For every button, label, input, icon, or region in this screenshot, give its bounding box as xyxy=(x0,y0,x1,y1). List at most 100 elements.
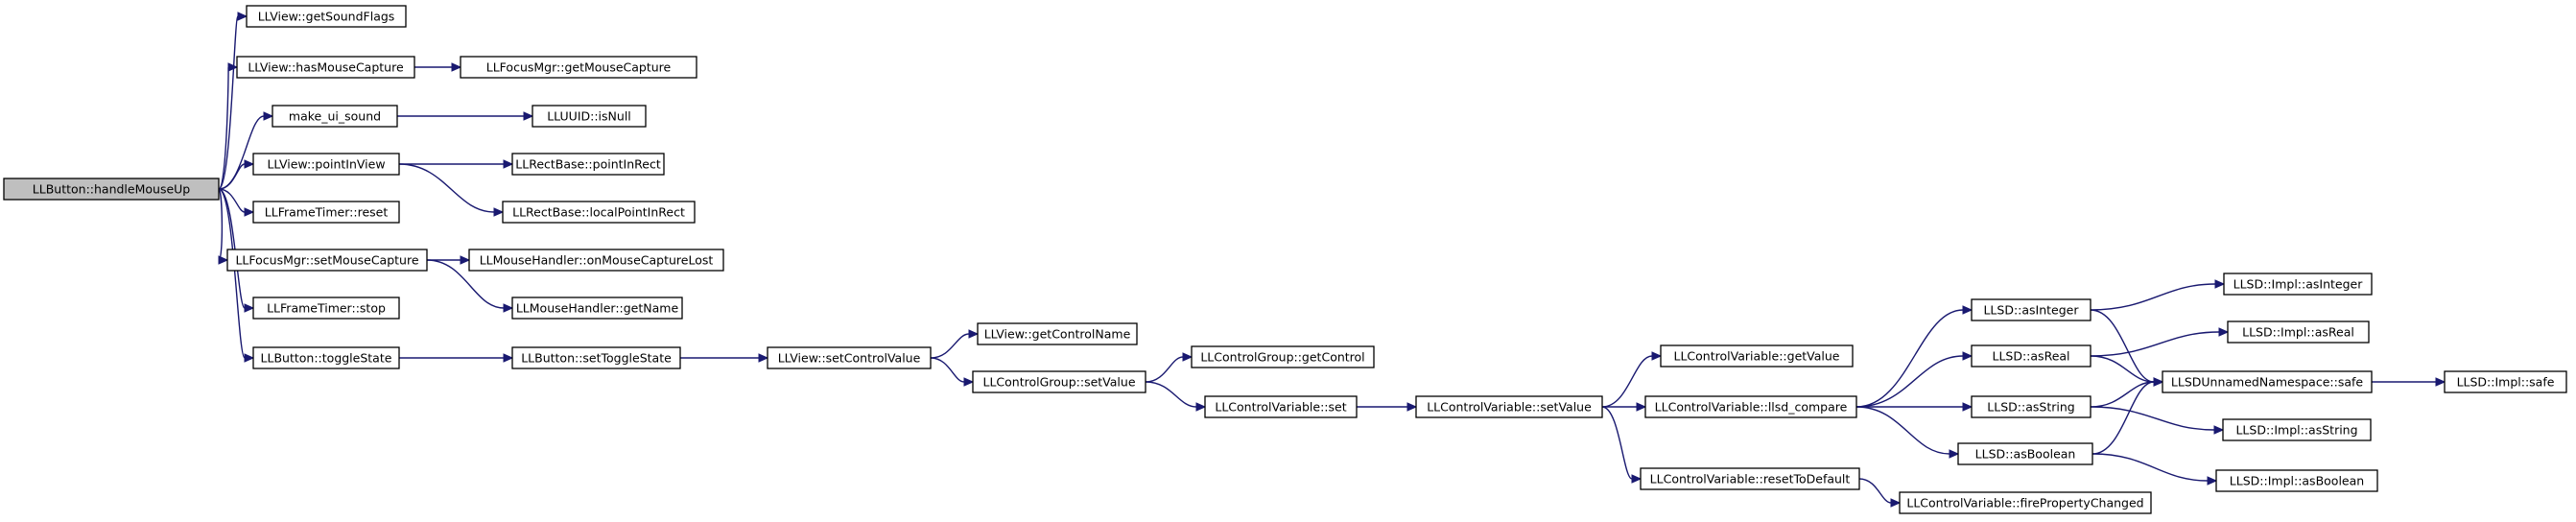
node-box xyxy=(1191,345,1375,368)
node-label: LLControlGroup::getControl xyxy=(1200,350,1364,365)
edge-llbutton-settogglestate-to-llview-setcontrolvalue xyxy=(680,353,769,363)
node-make-ui-sound[interactable]: make_ui_sound xyxy=(272,105,398,128)
node-box xyxy=(2215,469,2378,492)
node-llrectbase-localpointinrect[interactable]: LLRectBase::localPointInRect xyxy=(502,201,696,224)
node-llcontrolvariable-set[interactable]: LLControlVariable::set xyxy=(1204,395,1358,418)
node-llcontrolvariable-resettodefault[interactable]: LLControlVariable::resetToDefault xyxy=(1640,467,1860,490)
node-label: LLSD::asString xyxy=(1987,400,2074,415)
node-llcontrolgroup-setvalue[interactable]: LLControlGroup::setValue xyxy=(972,370,1146,393)
edge-llview-setcontrolvalue-to-llcontrolgroup-setvalue xyxy=(930,357,975,387)
node-box xyxy=(1971,298,2092,321)
node-box xyxy=(511,346,681,369)
node-label: LLButton::toggleState xyxy=(261,351,392,366)
node-label: LLSD::asInteger xyxy=(1983,303,2079,318)
node-llcontrolvariable-setvalue[interactable]: LLControlVariable::setValue xyxy=(1415,395,1603,418)
node-llview-pointinview[interactable]: LLView::pointInView xyxy=(252,153,400,176)
node-label: LLControlVariable::llsd_compare xyxy=(1655,400,1848,415)
node-label: LLSDUnnamedNamespace::safe xyxy=(2171,375,2363,390)
node-llsd-asboolean[interactable]: LLSD::asBoolean xyxy=(1957,442,2093,465)
node-label: LLFrameTimer::reset xyxy=(265,205,389,220)
node-box xyxy=(972,370,1146,393)
node-llsd-impl-safe[interactable]: LLSD::Impl::safe xyxy=(2444,370,2567,393)
edge-llsd-asreal-to-llsd-impl-asreal xyxy=(2090,327,2230,357)
node-llview-setcontrolvalue[interactable]: LLView::setControlValue xyxy=(767,346,932,369)
node-box xyxy=(2227,320,2370,344)
node-box xyxy=(977,322,1138,345)
edge-make-ui-sound-to-lluuid-isnull xyxy=(396,111,534,121)
node-box xyxy=(252,297,400,320)
node-label: LLMouseHandler::onMouseCaptureLost xyxy=(480,253,714,268)
edge-llsd-asboolean-to-llsdunnamednamespace-safe xyxy=(2092,377,2164,455)
node-box xyxy=(1644,395,1857,418)
node-box xyxy=(252,346,400,369)
node-box xyxy=(1640,467,1860,490)
node-box xyxy=(272,105,398,128)
edge-llsd-asboolean-to-llsd-impl-asboolean xyxy=(2092,453,2218,486)
node-label: LLControlVariable::set xyxy=(1215,400,1346,415)
edge-llbutton-togglestate-to-llbutton-settogglestate xyxy=(399,353,514,363)
node-llbutton-togglestate[interactable]: LLButton::toggleState xyxy=(252,346,400,369)
node-label: LLSD::Impl::asInteger xyxy=(2233,277,2364,292)
node-label: LLView::pointInView xyxy=(267,157,385,172)
node-box xyxy=(2223,273,2373,296)
edge-llcontrolvariable-llsd-compare-to-llsd-asreal xyxy=(1855,351,1973,408)
node-box xyxy=(1899,491,2152,514)
node-llfocusmgr-getmousecapture[interactable]: LLFocusMgr::getMouseCapture xyxy=(460,56,697,79)
node-llsd-impl-asreal[interactable]: LLSD::Impl::asReal xyxy=(2227,320,2370,344)
node-label: LLSD::Impl::asString xyxy=(2235,423,2357,438)
node-llfocusmgr-setmousecapture[interactable]: LLFocusMgr::setMouseCapture xyxy=(226,249,428,272)
node-llmousehandler-getname[interactable]: LLMouseHandler::getName xyxy=(511,297,683,320)
node-llcontrolgroup-getcontrol[interactable]: LLControlGroup::getControl xyxy=(1191,345,1375,368)
node-llsdunnamednamespace-safe[interactable]: LLSDUnnamedNamespace::safe xyxy=(2162,370,2373,393)
node-llbutton-handlemouseup[interactable]: LLButton::handleMouseUp xyxy=(3,178,220,201)
edges-layer xyxy=(218,12,2446,508)
edge-llview-pointinview-to-llrectbase-pointinrect xyxy=(398,159,514,169)
node-label: LLSD::Impl::asBoolean xyxy=(2230,474,2364,488)
node-llsd-impl-asstring[interactable]: LLSD::Impl::asString xyxy=(2222,418,2372,441)
node-box xyxy=(252,201,400,224)
node-llmousehandler-onmousecapturelost[interactable]: LLMouseHandler::onMouseCaptureLost xyxy=(468,249,724,272)
node-label: LLFrameTimer::stop xyxy=(267,301,386,316)
node-llview-getsoundflags[interactable]: LLView::getSoundFlags xyxy=(246,5,407,28)
node-llview-getcontrolname[interactable]: LLView::getControlName xyxy=(977,322,1138,345)
node-llcontrolvariable-llsd-compare[interactable]: LLControlVariable::llsd_compare xyxy=(1644,395,1857,418)
node-label: LLControlVariable::setValue xyxy=(1427,400,1592,415)
node-label: make_ui_sound xyxy=(289,109,381,124)
node-label: LLUUID::isNull xyxy=(547,109,631,124)
node-label: LLRectBase::pointInRect xyxy=(515,157,661,172)
edge-llcontrolvariable-setvalue-to-llcontrolvariable-llsd-compare xyxy=(1602,402,1647,412)
node-llview-hasmousecapture[interactable]: LLView::hasMouseCapture xyxy=(236,56,415,79)
node-box xyxy=(532,105,647,128)
edge-llcontrolvariable-llsd-compare-to-llsd-asstring xyxy=(1856,402,1973,412)
node-label: LLSD::asBoolean xyxy=(1975,447,2076,462)
node-box xyxy=(246,5,407,28)
edge-llcontrolvariable-resettodefault-to-llcontrolvariable-firepropertychanged xyxy=(1858,478,1902,508)
node-label: LLSD::Impl::asReal xyxy=(2242,325,2354,340)
node-label: LLView::getControlName xyxy=(984,327,1131,342)
edge-llbutton-handlemouseup-to-llfocusmgr-setmousecapture xyxy=(218,188,229,265)
edge-llview-setcontrolvalue-to-llview-getcontrolname xyxy=(930,329,980,359)
node-llsd-asreal[interactable]: LLSD::asReal xyxy=(1971,344,2092,368)
node-label: LLFocusMgr::getMouseCapture xyxy=(486,60,672,75)
node-lluuid-isnull[interactable]: LLUUID::isNull xyxy=(532,105,647,128)
node-llsd-asstring[interactable]: LLSD::asString xyxy=(1971,395,2092,418)
node-llsd-impl-asinteger[interactable]: LLSD::Impl::asInteger xyxy=(2223,273,2373,296)
node-box xyxy=(1957,442,2093,465)
node-llsd-asinteger[interactable]: LLSD::asInteger xyxy=(1971,298,2092,321)
edge-llsd-asinteger-to-llsd-impl-asinteger xyxy=(2090,279,2226,311)
node-box xyxy=(1971,344,2092,368)
edge-llbutton-handlemouseup-to-llview-getsoundflags xyxy=(218,12,248,190)
node-llframetimer-stop[interactable]: LLFrameTimer::stop xyxy=(252,297,400,320)
edge-llcontrolvariable-llsd-compare-to-llsd-asinteger xyxy=(1855,305,1973,408)
node-label: LLButton::handleMouseUp xyxy=(33,182,191,197)
node-llcontrolvariable-getvalue[interactable]: LLControlVariable::getValue xyxy=(1660,344,1854,368)
node-box xyxy=(236,56,415,79)
node-llbutton-settogglestate[interactable]: LLButton::setToggleState xyxy=(511,346,681,369)
node-label: LLControlVariable::resetToDefault xyxy=(1650,472,1851,486)
node-llcontrolvariable-firepropertychanged[interactable]: LLControlVariable::firePropertyChanged xyxy=(1899,491,2152,514)
node-llrectbase-pointinrect[interactable]: LLRectBase::pointInRect xyxy=(511,153,665,176)
node-llframetimer-reset[interactable]: LLFrameTimer::reset xyxy=(252,201,400,224)
node-label: LLControlVariable::firePropertyChanged xyxy=(1906,496,2143,510)
node-llsd-impl-asboolean[interactable]: LLSD::Impl::asBoolean xyxy=(2215,469,2378,492)
